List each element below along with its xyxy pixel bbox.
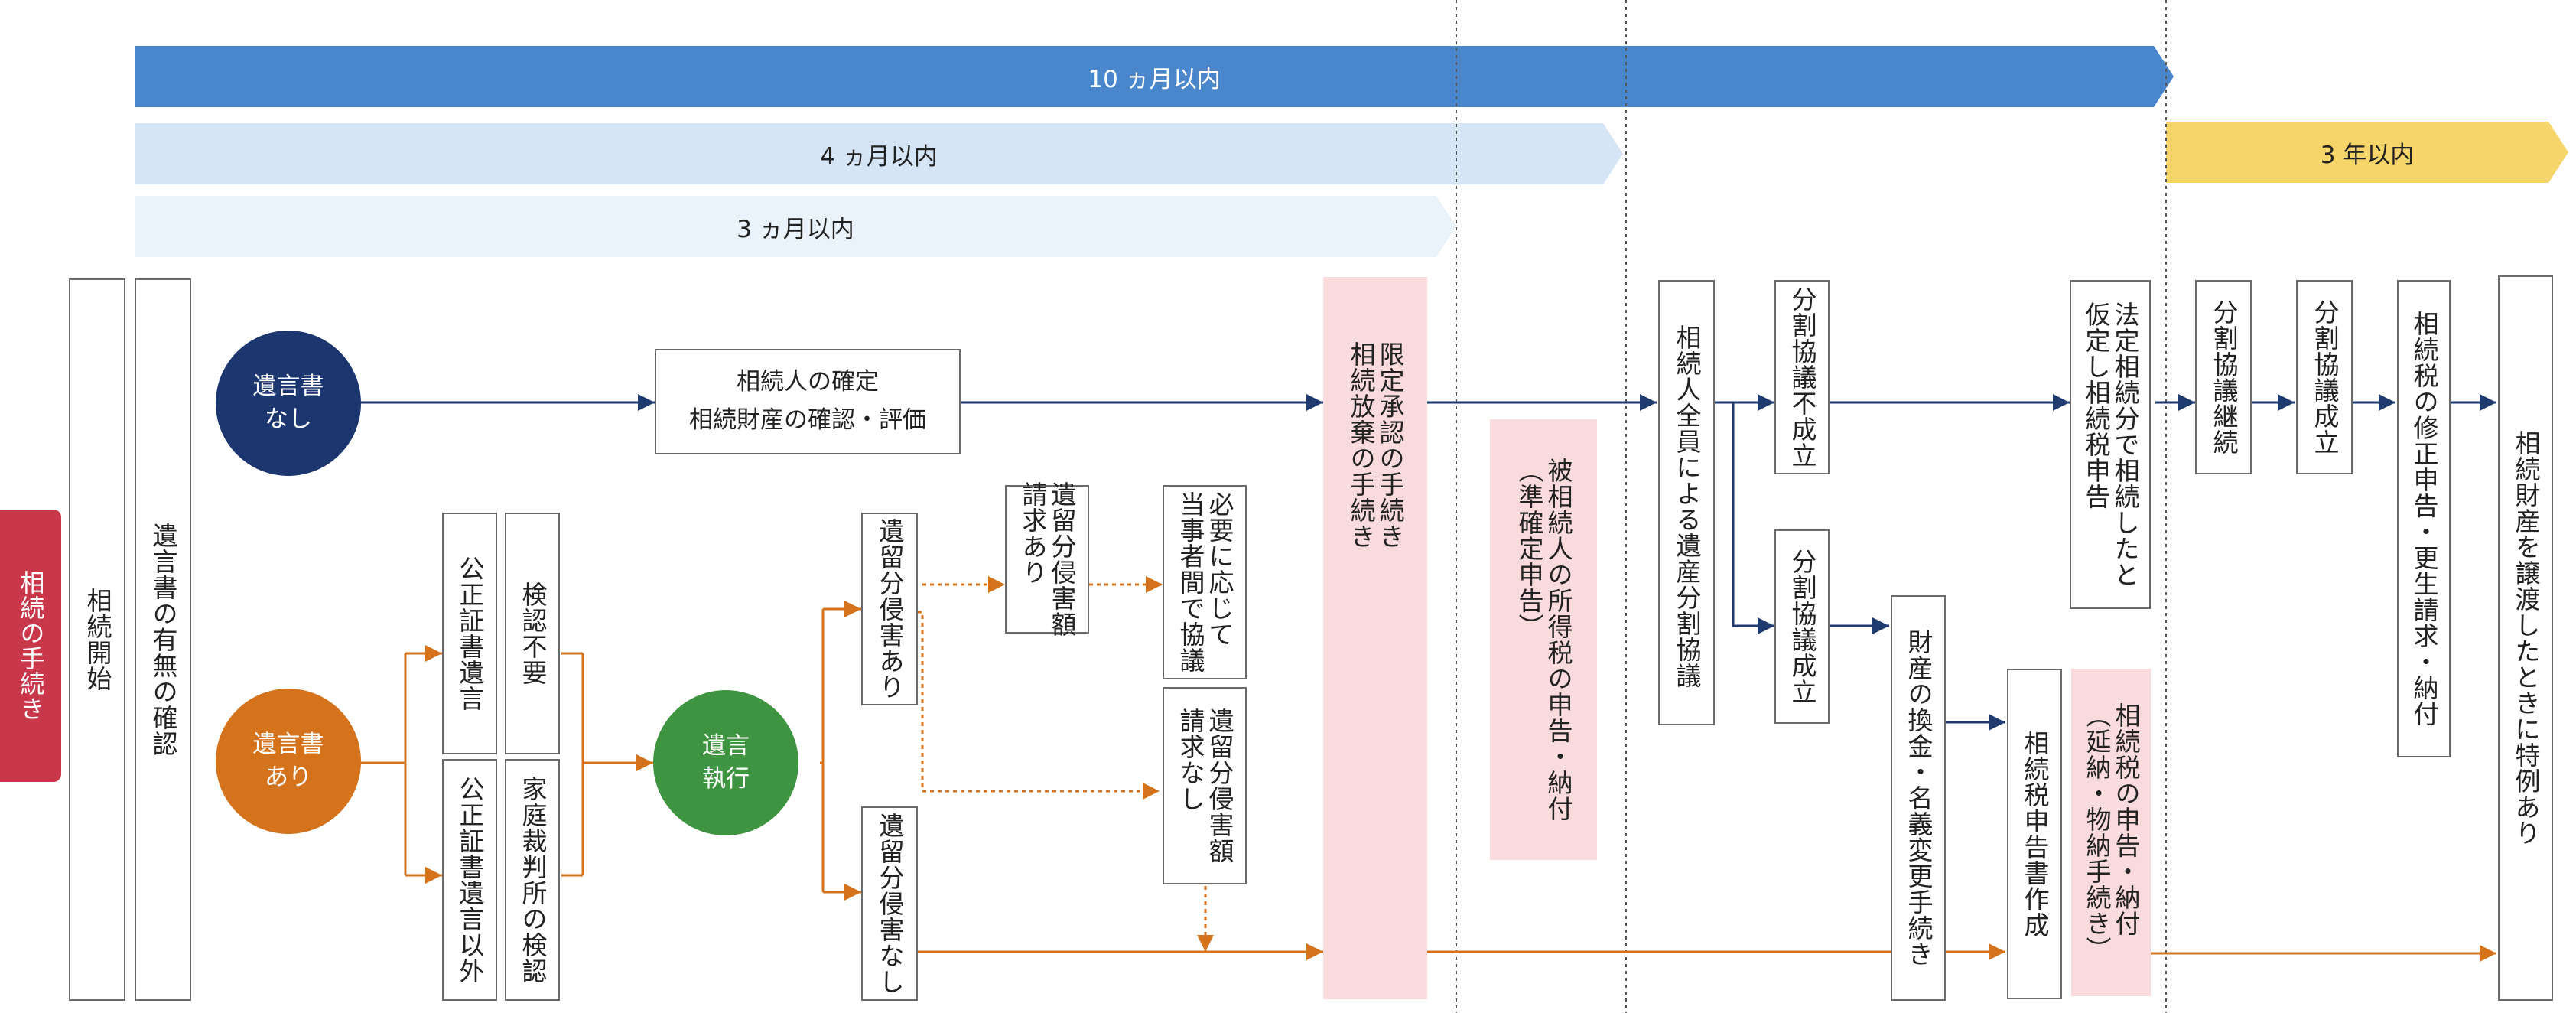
infringe-no-box: 遺留分侵害なし xyxy=(861,806,918,1001)
division-ok-label: 分割協議成立 xyxy=(1787,549,1817,705)
negotiate-box: 必要に応じて 当事者間で協議 xyxy=(1163,485,1247,679)
renounce-box: 限定承認の手続き 相続放棄の手続き xyxy=(1323,277,1427,999)
amend-filing-label: 相続税の修正申告・更生請求・納付 xyxy=(2408,311,2439,727)
other-will-label: 公正証書遺言以外 xyxy=(454,776,485,984)
claim-no-label: 遺留分侵害額 請求なし xyxy=(1176,708,1234,864)
heir-confirm-box: 相続人の確定 相続財産の確認・評価 xyxy=(655,349,961,454)
infringe-no-label: 遺留分侵害なし xyxy=(874,813,905,995)
court-probate-label: 家庭裁判所の検認 xyxy=(517,776,548,984)
tax-return-prep-box: 相続税申告書作成 xyxy=(2007,669,2062,999)
side-tab-label: 相続の手続き xyxy=(16,570,46,721)
start-label: 相続開始 xyxy=(82,588,112,692)
tax-return-prep-label: 相続税申告書作成 xyxy=(2019,730,2050,938)
division-meeting-label: 相続人全員による遺産分割協議 xyxy=(1671,324,1702,689)
provisional-filing-label: 法定相続分で相続したと 仮定し相続税申告 xyxy=(2081,301,2140,588)
infringe-yes-box: 遺留分侵害あり xyxy=(861,513,918,705)
special-case-box: 相続財産を譲渡したときに特例あり xyxy=(2498,275,2553,1001)
notarized-will-label: 公正証書遺言 xyxy=(454,555,485,712)
execution-label: 遺言 執行 xyxy=(702,731,750,793)
division-continue-label: 分割協議継続 xyxy=(2208,299,2239,455)
renounce-label: 限定承認の手続き 相続放棄の手続き xyxy=(1346,341,1405,549)
execution-circle: 遺言 執行 xyxy=(653,690,798,835)
claim-yes-box: 遺留分侵害額 請求あり xyxy=(1005,481,1089,637)
division-fail-box: 分割協議不成立 xyxy=(1774,280,1830,474)
claim-yes-label: 遺留分侵害額 請求あり xyxy=(1018,481,1077,637)
three-month-label: 3 ヵ月以内 xyxy=(737,215,854,243)
tax-filing-label: 相続税の申告・納付 （延納・物納手続き） xyxy=(2082,702,2141,963)
no-probate-label: 検認不要 xyxy=(517,581,548,686)
special-case-label: 相続財産を譲渡したときに特例あり xyxy=(2510,430,2541,846)
has-will-label: 遺言書 あり xyxy=(252,730,324,791)
other-will-box: 公正証書遺言以外 xyxy=(442,759,497,1001)
division-fail-label: 分割協議不成立 xyxy=(1787,286,1817,468)
amend-filing-box: 相続税の修正申告・更生請求・納付 xyxy=(2397,280,2451,757)
has-will-circle: 遺言書 あり xyxy=(216,689,361,834)
court-probate-box: 家庭裁判所の検認 xyxy=(505,759,560,1001)
ten-month-bar: 10 ヵ月以内 xyxy=(135,46,2174,107)
no-probate-box: 検認不要 xyxy=(505,513,560,754)
three-year-bar: 3 年以内 xyxy=(2166,122,2568,183)
will-check-box: 遺言書の有無の確認 xyxy=(135,278,191,1001)
no-will-label: 遺言書 なし xyxy=(252,372,324,433)
division-meeting-box: 相続人全員による遺産分割協議 xyxy=(1658,280,1715,725)
no-will-circle: 遺言書 なし xyxy=(216,331,361,476)
notarized-will-box: 公正証書遺言 xyxy=(442,513,497,754)
division-ok2-box: 分割協議成立 xyxy=(2296,280,2353,474)
tax-filing-box: 相続税の申告・納付 （延納・物納手続き） xyxy=(2071,669,2151,996)
heir-confirm-label: 相続人の確定 相続財産の確認・評価 xyxy=(689,368,926,434)
income-tax-label: 被相続人の所得税の申告・納付 （準確定申告） xyxy=(1514,458,1573,822)
side-tab: 相続の手続き xyxy=(0,510,61,782)
division-ok-box: 分割協議成立 xyxy=(1774,529,1830,724)
division-ok2-label: 分割協議成立 xyxy=(2309,299,2340,455)
income-tax-box: 被相続人の所得税の申告・納付 （準確定申告） xyxy=(1490,419,1597,860)
division-continue-box: 分割協議継続 xyxy=(2195,280,2252,474)
four-month-bar: 4 ヵ月以内 xyxy=(135,123,1623,184)
four-month-label: 4 ヵ月以内 xyxy=(820,142,938,171)
claim-no-box: 遺留分侵害額 請求なし xyxy=(1163,687,1247,884)
will-check-label: 遺言書の有無の確認 xyxy=(148,523,178,757)
infringe-yes-label: 遺留分侵害あり xyxy=(874,518,905,700)
asset-transfer-box: 財産の換金・名義変更手続き xyxy=(1891,595,1946,1001)
ten-month-label: 10 ヵ月以内 xyxy=(1088,65,1221,93)
provisional-filing-box: 法定相続分で相続したと 仮定し相続税申告 xyxy=(2070,280,2151,609)
three-month-bar: 3 ヵ月以内 xyxy=(135,196,1456,257)
start-box: 相続開始 xyxy=(69,278,125,1001)
asset-transfer-label: 財産の換金・名義変更手続き xyxy=(1903,629,1934,967)
three-year-label: 3 年以内 xyxy=(2320,141,2415,169)
negotiate-label: 必要に応じて 当事者間で協議 xyxy=(1176,491,1234,673)
